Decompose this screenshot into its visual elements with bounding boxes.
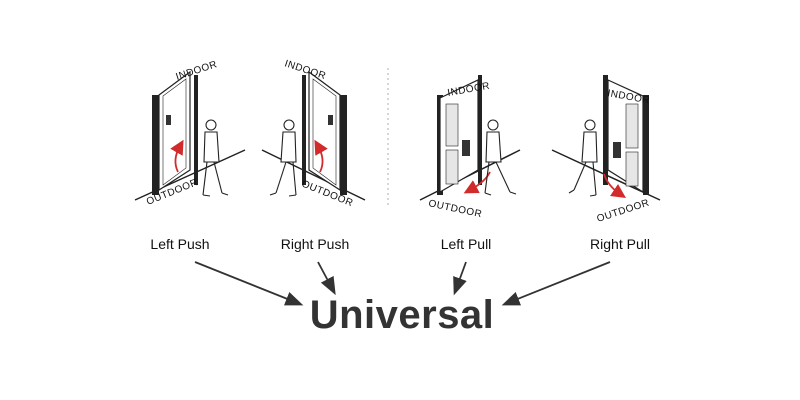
label-left-push: Left Push (150, 236, 210, 252)
universal-headline: Universal (309, 293, 495, 337)
door-slab (308, 70, 341, 192)
door-panel-left-push: INDOOR OUTDOOR (134, 59, 246, 208)
arrow-left-push (194, 261, 304, 306)
arrow-right-push (317, 261, 336, 296)
person-icon (568, 119, 598, 197)
door-handle-icon (166, 115, 171, 125)
door-frame (643, 95, 649, 195)
swing-arrow-icon (603, 173, 626, 198)
door-handle-icon (462, 140, 470, 156)
arrow-left-pull (453, 261, 467, 296)
swing-arrow-icon (170, 139, 184, 173)
arrow-right-pull (501, 261, 611, 306)
door-panel-right-push: INDOOR OUTDOOR (261, 58, 366, 209)
swing-arrow-icon (463, 171, 491, 194)
person-icon (269, 119, 297, 197)
door-handle-icon (613, 142, 621, 158)
door-frame (152, 95, 159, 195)
swing-arrow-icon (314, 139, 328, 173)
door-frame (340, 95, 347, 195)
door-panel-left-pull: INDOOR OUTDOOR (419, 75, 521, 220)
outdoor-label: OUTDOOR (596, 198, 651, 225)
door-handle-icon (328, 115, 333, 125)
door-slab (158, 70, 191, 192)
label-right-push: Right Push (280, 236, 350, 252)
person-icon (484, 119, 517, 196)
person-icon (202, 119, 229, 197)
converging-arrows (194, 261, 611, 306)
label-left-pull: Left Pull (440, 236, 492, 252)
door-panel-right-pull: INDOOR OUTDOOR (551, 75, 661, 225)
outdoor-label: OUTDOOR (427, 198, 483, 220)
label-right-pull: Right Pull (590, 236, 650, 252)
